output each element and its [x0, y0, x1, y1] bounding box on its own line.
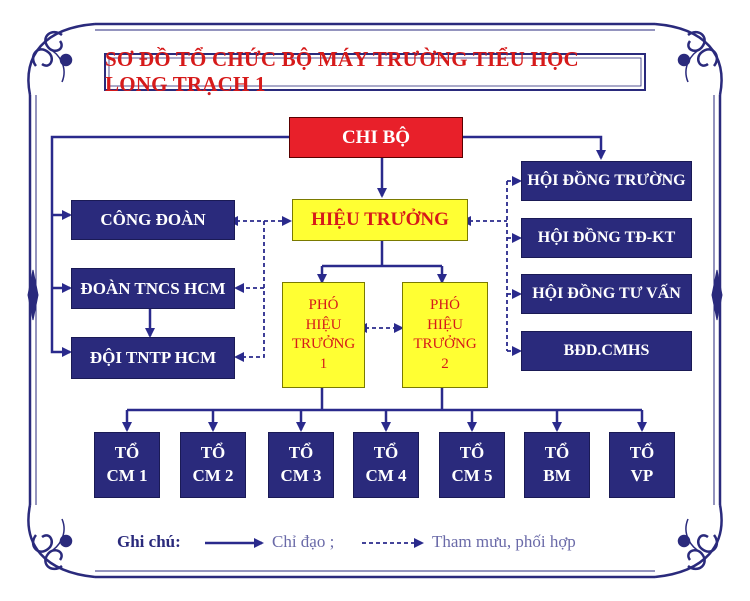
phl2-line-2: HIỆU: [427, 316, 463, 333]
team-2-line-2: CM 2: [192, 466, 234, 485]
phl2-line-3: TRƯỞNG: [413, 336, 477, 352]
node-to-cm-4: TỔ CM 4: [353, 432, 419, 498]
phl2-line-4: 2: [441, 355, 449, 372]
node-to-vp: TỔ VP: [609, 432, 675, 498]
node-to-cm-1: TỔ CM 1: [94, 432, 160, 498]
team-5-line-1: TỔ: [459, 443, 485, 463]
phl2-line-1: PHÓ: [429, 297, 460, 313]
node-cong-doan: CÔNG ĐOÀN: [71, 200, 235, 240]
corner-ornament-bottom-left: [27, 504, 96, 579]
team-3-line-2: CM 3: [280, 466, 322, 485]
node-pho-hieu-truong-2: PHÓ HIỆU TRƯỞNG 2: [402, 282, 488, 388]
node-to-cm-5: TỔ CM 5: [439, 432, 505, 498]
node-pho-hieu-truong-1: PHÓ HIỆU TRƯỞNG 1: [282, 282, 365, 388]
team-6-line-2: BM: [543, 466, 571, 485]
node-doan-tncs-hcm: ĐOÀN TNCS HCM: [71, 268, 235, 309]
node-to-cm-3: TỔ CM 3: [268, 432, 334, 498]
team-2-line-1: TỔ: [200, 443, 226, 463]
team-4-line-2: CM 4: [365, 466, 407, 485]
phl1-line-3: TRƯỞNG: [291, 336, 356, 352]
team-4-line-1: TỔ: [373, 443, 399, 463]
dashed-connectors: [228, 176, 522, 362]
chart-title: SƠ ĐỒ TỔ CHỨC BỘ MÁY TRƯỜNG TIỂU HỌC LON…: [105, 47, 579, 96]
team-7-line-1: TỔ: [629, 443, 655, 463]
node-to-cm-2: TỔ CM 2: [180, 432, 246, 498]
legend-solid-text: Chỉ đạo ;: [272, 532, 335, 551]
node-hoi-dong-tu-van: HỘI ĐỒNG TƯ VẤN: [521, 274, 692, 314]
node-hoi-dong-td-kt: HỘI ĐỒNG TĐ-KT: [521, 218, 692, 258]
legend-label: Ghi chú:: [117, 532, 181, 551]
node-hieu-truong: HIỆU TRƯỞNG: [292, 199, 468, 241]
team-6-line-1: TỔ: [544, 443, 570, 463]
team-1-line-1: TỔ: [114, 443, 140, 463]
team-1-line-2: CM 1: [106, 466, 148, 485]
phl1-line-1: PHÓ: [308, 297, 339, 313]
decorative-frame: [27, 22, 723, 579]
corner-ornament-top-left: [27, 22, 96, 96]
team-7-line-2: VP: [630, 466, 654, 485]
corner-ornament-top-right: [654, 22, 723, 96]
node-to-bm: TỔ BM: [524, 432, 590, 498]
corner-ornament-bottom-right: [654, 504, 723, 579]
phl1-line-4: 1: [319, 355, 328, 372]
team-5-line-2: CM 5: [451, 466, 493, 485]
phl1-line-2: HIỆU: [305, 316, 342, 333]
solid-connectors: [50, 135, 647, 432]
team-3-line-1: TỔ: [288, 443, 314, 463]
node-hoi-dong-truong: HỘI ĐỒNG TRƯỜNG: [521, 161, 692, 201]
node-doi-tntp-hcm: ĐỘI TNTP HCM: [71, 337, 235, 379]
legend-dashed-text: Tham mưu, phối hợp: [432, 532, 576, 551]
node-bdd-cmhs: BĐD.CMHS: [521, 331, 692, 371]
node-chi-bo: CHI BỘ: [289, 117, 463, 158]
title-frame: [104, 53, 646, 91]
